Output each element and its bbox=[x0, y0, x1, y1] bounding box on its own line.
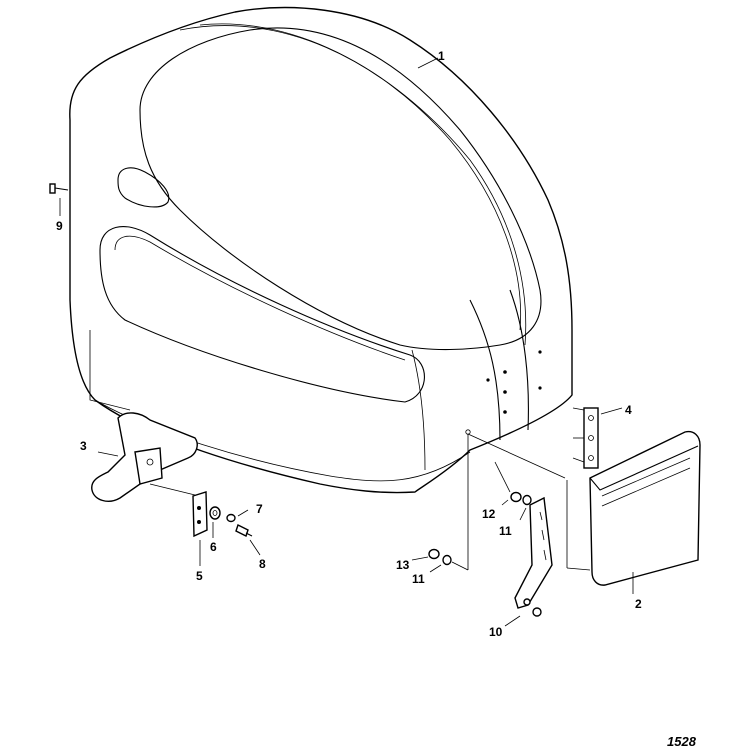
clip bbox=[192, 491, 208, 538]
side-bracket bbox=[514, 496, 553, 617]
callout-labels: 1 2 3 4 5 6 7 8 9 10 11 11 12 13 bbox=[56, 49, 642, 639]
nut bbox=[226, 513, 236, 523]
callout-7: 7 bbox=[256, 502, 263, 516]
block bbox=[566, 430, 701, 586]
callout-13: 13 bbox=[396, 558, 410, 572]
washer-11a bbox=[522, 494, 532, 506]
nut-12 bbox=[510, 491, 522, 503]
mounting-bracket bbox=[91, 412, 198, 502]
callout-leaders bbox=[59, 57, 634, 627]
washer bbox=[209, 506, 221, 520]
callout-1: 1 bbox=[438, 49, 445, 63]
screw-9 bbox=[49, 183, 69, 194]
callout-11a: 11 bbox=[499, 524, 512, 538]
callout-6: 6 bbox=[210, 540, 217, 554]
callout-12: 12 bbox=[482, 507, 496, 521]
screw bbox=[235, 524, 253, 537]
figure-number: 1528 bbox=[667, 734, 697, 749]
nut-13 bbox=[428, 548, 440, 560]
callout-4: 4 bbox=[625, 403, 632, 417]
callout-11b: 11 bbox=[412, 572, 425, 586]
callout-2: 2 bbox=[635, 597, 642, 611]
callout-8: 8 bbox=[259, 557, 266, 571]
strap bbox=[572, 407, 599, 469]
washer-11b bbox=[442, 554, 452, 566]
callout-3: 3 bbox=[80, 439, 87, 453]
top-cowl bbox=[69, 6, 573, 494]
callout-5: 5 bbox=[196, 569, 203, 583]
callout-9: 9 bbox=[56, 219, 63, 233]
callout-10: 10 bbox=[489, 625, 503, 639]
